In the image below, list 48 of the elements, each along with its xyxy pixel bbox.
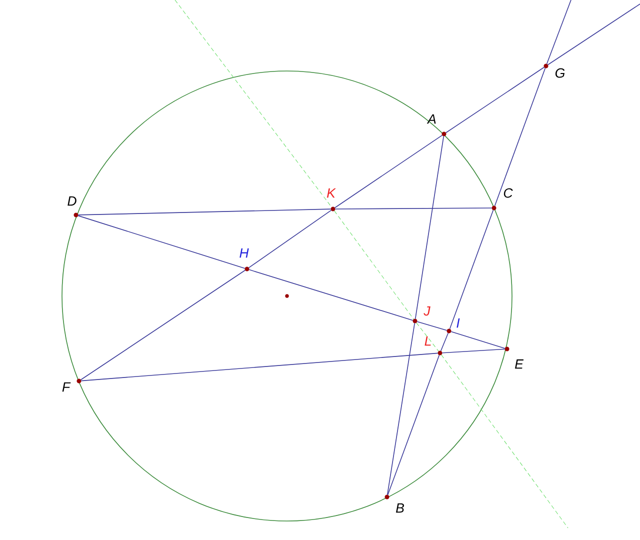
node-label: B <box>396 503 404 513</box>
node-label: D <box>68 196 76 206</box>
node-label: K <box>326 188 336 198</box>
line <box>78 215 246 269</box>
line <box>441 354 568 528</box>
point: G <box>544 64 565 78</box>
line <box>80 270 246 380</box>
point: D <box>68 196 78 218</box>
line <box>334 210 414 320</box>
line <box>334 208 492 210</box>
node-label: I <box>456 318 460 328</box>
point: F <box>62 378 82 392</box>
point: C <box>492 188 513 210</box>
node-label: L <box>424 336 431 346</box>
line <box>416 322 439 352</box>
line <box>414 136 444 320</box>
point: E <box>504 346 524 369</box>
line <box>416 321 448 331</box>
line <box>548 4 640 66</box>
node-label: J <box>424 306 430 316</box>
point: I <box>446 318 460 334</box>
line <box>386 322 416 496</box>
node-label: H <box>240 248 249 258</box>
line <box>78 208 332 216</box>
line <box>248 210 332 268</box>
node-label: C <box>504 188 513 198</box>
line <box>440 332 449 352</box>
point: B <box>384 494 404 513</box>
node-label: F <box>62 382 71 392</box>
point: J <box>412 306 430 324</box>
point: H <box>240 248 250 272</box>
point: L <box>424 336 442 356</box>
line <box>494 68 546 206</box>
line <box>387 354 440 496</box>
line <box>334 134 443 208</box>
line <box>450 331 506 349</box>
node-label: A <box>426 114 436 124</box>
line <box>80 352 438 382</box>
line <box>174 0 332 208</box>
node-label: E <box>514 359 524 369</box>
line <box>449 210 494 330</box>
line <box>445 66 545 134</box>
line <box>546 0 572 64</box>
point: K <box>326 188 336 212</box>
node-label: G <box>555 68 565 78</box>
line <box>248 269 414 321</box>
point: A <box>426 114 446 136</box>
line <box>442 348 506 354</box>
